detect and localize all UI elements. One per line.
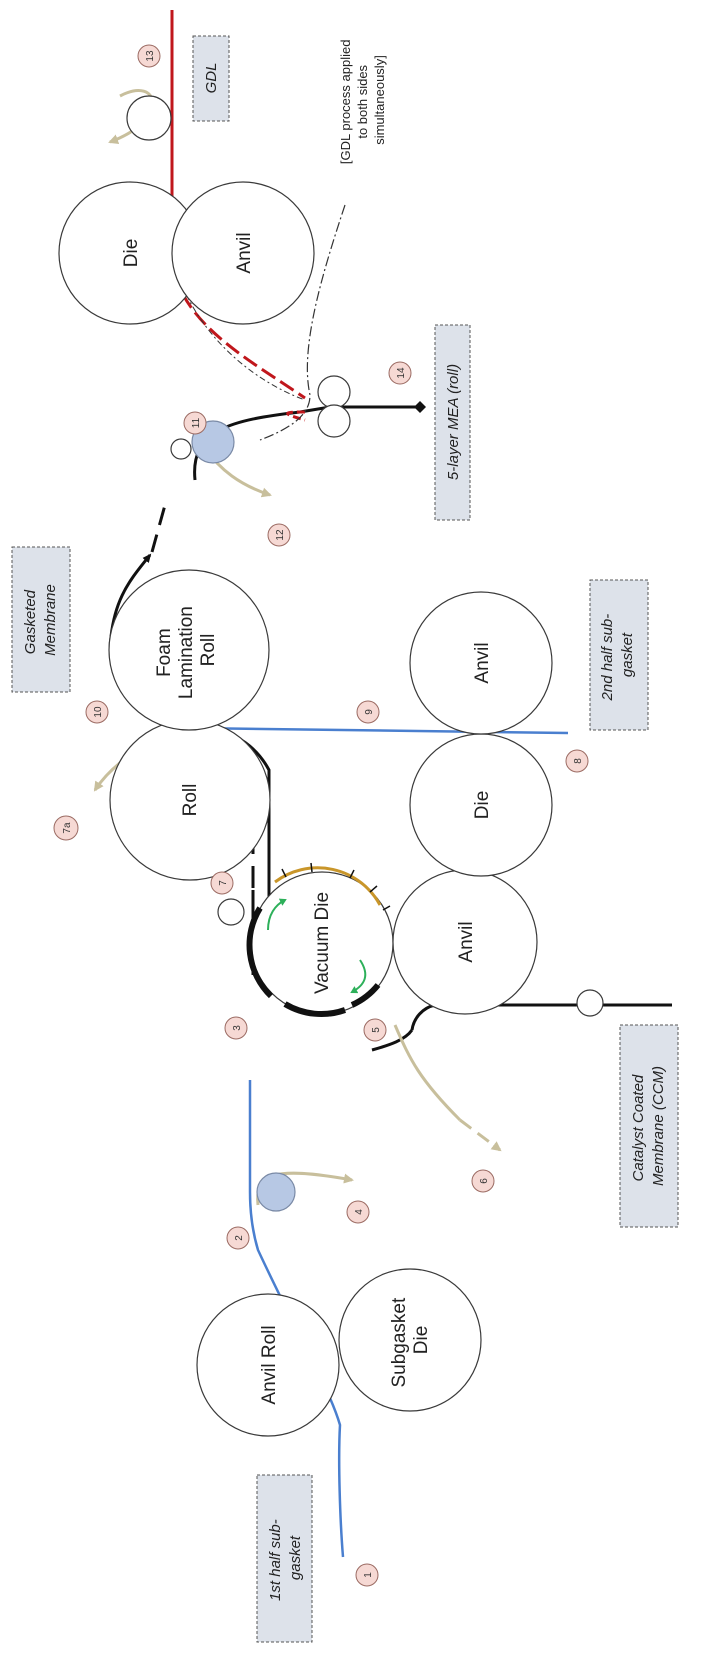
liner-6 bbox=[393, 1024, 462, 1122]
subgasket-die bbox=[338, 1268, 482, 1412]
step-6: 6 bbox=[471, 1169, 495, 1193]
gdl-note: [GDL process applied to both sides simul… bbox=[338, 36, 387, 164]
box-ccm: Catalyst Coated Membrane (CCM) bbox=[619, 1024, 679, 1228]
roll-label: Roll bbox=[180, 784, 201, 817]
step-2: 2 bbox=[226, 1226, 250, 1250]
svg-text:Gasketed Membrane: Gasketed Membrane bbox=[22, 584, 59, 656]
svg-text:12: 12 bbox=[275, 529, 286, 541]
svg-text:9: 9 bbox=[364, 709, 375, 715]
gdl-other-side-path-2 bbox=[171, 254, 306, 401]
svg-text:2nd half sub- gasket: 2nd half sub- gasket bbox=[599, 610, 636, 702]
anvil-roll bbox=[196, 1293, 340, 1437]
gdl-other-side-path bbox=[259, 204, 346, 441]
vacuum-band-black-3 bbox=[350, 983, 381, 1008]
anvil-roll-label: Anvil Roll bbox=[259, 1325, 280, 1404]
svg-text:7: 7 bbox=[218, 880, 229, 886]
svg-text:5-layer MEA (roll): 5-layer MEA (roll) bbox=[445, 364, 462, 480]
box-five-layer-mea: 5-layer MEA (roll) bbox=[434, 324, 471, 521]
svg-text:2: 2 bbox=[234, 1235, 245, 1241]
svg-text:7a: 7a bbox=[62, 822, 73, 834]
foam-lamination-roll bbox=[108, 569, 270, 731]
gdl-liner-roll bbox=[126, 95, 172, 141]
step-8: 8 bbox=[565, 749, 589, 773]
step-5: 5 bbox=[363, 1018, 387, 1042]
step-4: 4 bbox=[346, 1200, 370, 1224]
box-gasketed-membrane-line2: Membrane bbox=[42, 584, 59, 656]
box-ccm-line2: Membrane (CCM) bbox=[650, 1066, 667, 1186]
svg-text:11: 11 bbox=[191, 417, 202, 428]
mea-nip-roll-top bbox=[317, 375, 351, 409]
step-1: 1 bbox=[355, 1563, 379, 1587]
mea-nip-roll-bottom bbox=[317, 404, 351, 438]
vacuum-band-black bbox=[246, 906, 274, 999]
step-14: 14 bbox=[388, 361, 412, 385]
rotation-arrow-icon-2 bbox=[350, 959, 367, 994]
nip-roll-7 bbox=[217, 898, 245, 926]
svg-text:3: 3 bbox=[232, 1025, 243, 1031]
liner-peel-roll-blue bbox=[256, 1172, 296, 1212]
svg-text:5: 5 bbox=[371, 1027, 382, 1033]
step-3: 3 bbox=[224, 1016, 248, 1040]
svg-text:4: 4 bbox=[354, 1209, 365, 1215]
step-7a: 7a bbox=[53, 815, 79, 841]
svg-text:1st half sub- gasket: 1st half sub- gasket bbox=[267, 1515, 304, 1601]
box-second-half-subgasket: 2nd half sub- gasket bbox=[589, 579, 649, 731]
subgasket-die-label: Subgasket Die bbox=[389, 1292, 432, 1387]
anvil-gdl-label: Anvil bbox=[234, 232, 255, 273]
subgasket-web-2 bbox=[189, 726, 569, 735]
rotation-arrow-icon bbox=[267, 898, 287, 931]
svg-text:10: 10 bbox=[93, 706, 104, 718]
step-13: 13 bbox=[137, 44, 161, 68]
nip-roll-11 bbox=[170, 438, 192, 460]
vacuum-band-black-2 bbox=[283, 1001, 346, 1017]
svg-text:1: 1 bbox=[363, 1572, 374, 1578]
liner-6-dashed bbox=[459, 1118, 502, 1152]
svg-text:6: 6 bbox=[479, 1178, 490, 1184]
step-7: 7 bbox=[210, 871, 234, 895]
box-second-half-subgasket-line1: 2nd half sub- bbox=[599, 614, 616, 702]
step-10: 10 bbox=[85, 700, 109, 724]
svg-text:GDL: GDL bbox=[203, 63, 220, 94]
die-2nd-half-label: Die bbox=[472, 791, 493, 820]
anvil-2nd-half-label: Anvil bbox=[472, 642, 493, 683]
die-gdl-label: Die bbox=[121, 239, 142, 268]
box-gdl: GDL bbox=[192, 35, 230, 122]
ccm-web-to-vacuum bbox=[371, 1029, 414, 1052]
box-ccm-line1: Catalyst Coated bbox=[630, 1074, 647, 1181]
box-first-half-subgasket-line1: 1st half sub- bbox=[267, 1519, 284, 1601]
svg-text:14: 14 bbox=[396, 367, 407, 379]
anvil-ccm-label: Anvil bbox=[456, 921, 477, 962]
svg-text:8: 8 bbox=[573, 758, 584, 764]
svg-text:13: 13 bbox=[145, 50, 156, 62]
svg-text:Catalyst Coated Membrane: Catalyst Coated Membrane (CCM) bbox=[630, 1066, 667, 1186]
step-9: 9 bbox=[356, 700, 380, 724]
box-first-half-subgasket-line2: gasket bbox=[287, 1535, 304, 1580]
step-11: 11 bbox=[183, 411, 207, 435]
vacuum-die-label: Vacuum Die bbox=[312, 892, 333, 994]
anvil-gdl bbox=[171, 181, 315, 325]
foam-lamination-label: Foam Lamination Roll bbox=[154, 601, 219, 699]
vacuum-ticks bbox=[281, 862, 391, 911]
gasketed-dashed bbox=[150, 504, 167, 553]
anvil-2nd-half bbox=[409, 591, 553, 735]
box-gasketed-membrane: Gasketed Membrane bbox=[11, 546, 71, 693]
step-12: 12 bbox=[267, 523, 291, 547]
box-second-half-subgasket-line2: gasket bbox=[619, 632, 636, 677]
ccm-feed-roll bbox=[576, 989, 604, 1017]
box-gasketed-membrane-line1: Gasketed bbox=[22, 589, 39, 654]
box-first-half-subgasket: 1st half sub- gasket bbox=[256, 1474, 313, 1643]
